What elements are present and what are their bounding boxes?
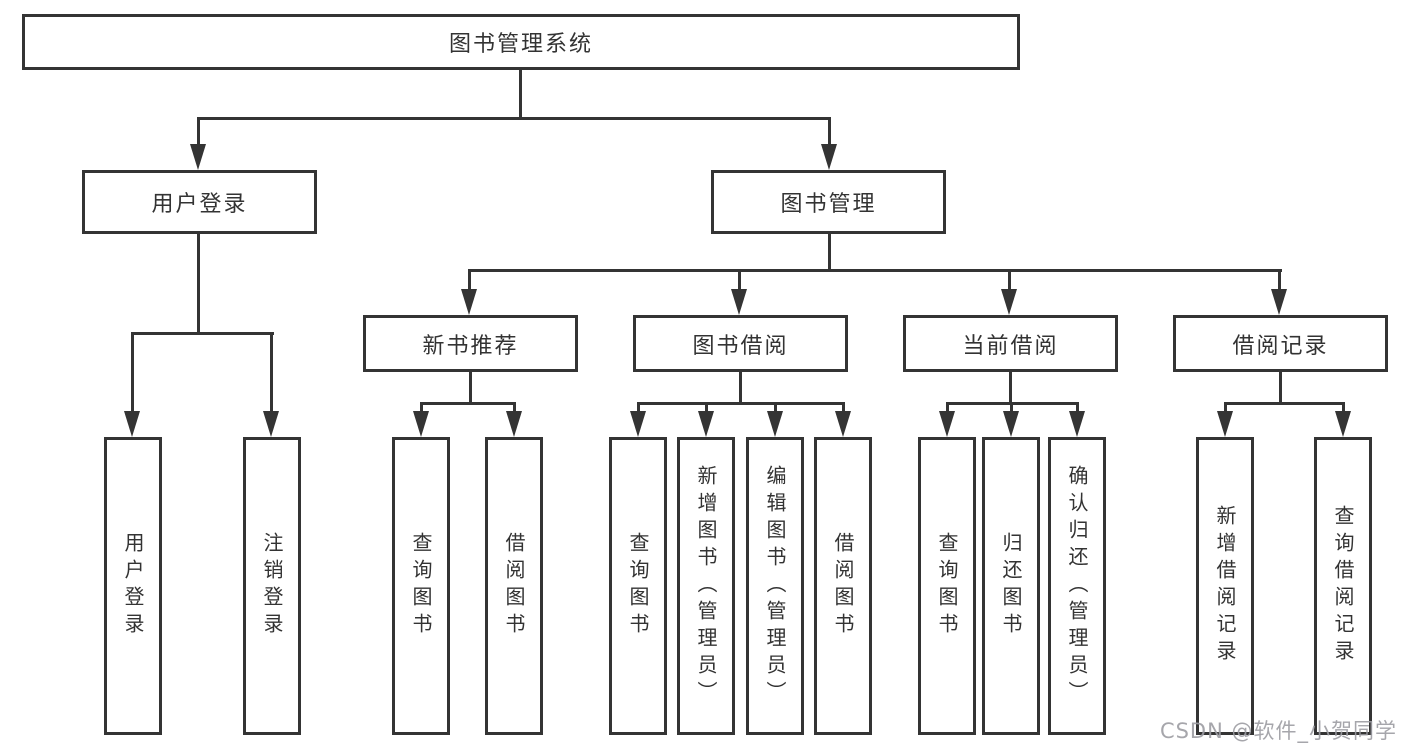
node-current-borrow: 当前借阅: [903, 315, 1118, 372]
connector-leaf-logout-shaft: [270, 334, 273, 411]
leaf-current-query: 查询图书: [918, 437, 976, 735]
connector-borrow-records-stub: [1279, 372, 1282, 403]
connector-new-books-hline: [420, 402, 516, 405]
connector-user-login-stub: [197, 234, 200, 334]
arrow-to-new-books: [461, 289, 477, 315]
node-root-label: 图书管理系统: [448, 32, 593, 57]
connector-bb-edit-shaft: [774, 404, 777, 412]
leaf-bookborrow-add: 新增图书（管理员）: [677, 437, 735, 735]
arrow-to-book-borrow: [731, 289, 747, 315]
node-root: 图书管理系统: [22, 14, 1020, 70]
leaf-current-confirm-return: 确认归还（管理员）: [1048, 437, 1106, 735]
arrow-to-bb-query: [630, 411, 646, 437]
leaf-logout: 注销登录: [243, 437, 301, 735]
connector-current-borrow-stub: [1009, 372, 1012, 403]
leaf-bookborrow-query-label: 查询图书: [626, 532, 650, 640]
connector-br-query-shaft: [1342, 404, 1345, 412]
connector-cb-query-shaft: [946, 404, 949, 412]
arrow-to-cb-query: [939, 411, 955, 437]
arrow-to-user-login: [190, 144, 206, 170]
leaf-user-login: 用户登录: [104, 437, 162, 735]
arrow-to-nb-borrow: [506, 411, 522, 437]
node-borrow-records: 借阅记录: [1173, 315, 1388, 372]
leaf-records-query-label: 查询借阅记录: [1331, 505, 1355, 667]
connector-leaf-user-login-shaft: [131, 334, 134, 411]
arrow-to-bb-add: [698, 411, 714, 437]
node-book-borrow-label: 图书借阅: [692, 333, 789, 359]
connector-borrow-records-shaft: [1278, 271, 1281, 290]
node-book-mgmt: 图书管理: [711, 170, 946, 234]
connector-user-login-shaft: [197, 119, 200, 145]
leaf-current-confirm-return-label: 确认归还（管理员）: [1065, 464, 1089, 708]
arrow-to-borrow-records: [1271, 289, 1287, 315]
arrow-to-bb-borrow: [835, 411, 851, 437]
node-book-mgmt-label: 图书管理: [780, 192, 877, 217]
leaf-records-add-label: 新增借阅记录: [1213, 505, 1237, 667]
leaf-newbooks-borrow-label: 借阅图书: [502, 532, 526, 640]
leaf-bookborrow-query: 查询图书: [609, 437, 667, 735]
connector-level3-hline: [468, 269, 1282, 272]
leaf-records-add: 新增借阅记录: [1196, 437, 1254, 735]
connector-book-mgmt-stub: [828, 234, 831, 272]
connector-book-borrow-hline: [637, 402, 845, 405]
leaf-newbooks-query: 查询图书: [392, 437, 450, 735]
arrow-to-leaf-logout: [263, 411, 279, 437]
leaf-newbooks-query-label: 查询图书: [409, 532, 433, 640]
arrow-to-br-query: [1335, 411, 1351, 437]
connector-nb-query-shaft: [420, 404, 423, 412]
arrow-to-cb-return: [1003, 411, 1019, 437]
arrow-to-br-add: [1217, 411, 1233, 437]
leaf-bookborrow-edit-label: 编辑图书（管理员）: [763, 464, 787, 708]
node-borrow-records-label: 借阅记录: [1232, 333, 1329, 359]
connector-level2-hline: [197, 117, 831, 120]
connector-bb-borrow-shaft: [842, 404, 845, 412]
leaf-newbooks-borrow: 借阅图书: [485, 437, 543, 735]
connector-br-add-shaft: [1224, 404, 1227, 412]
leaf-current-query-label: 查询图书: [935, 532, 959, 640]
connector-user-login-hline: [131, 332, 274, 335]
node-user-login: 用户登录: [82, 170, 317, 234]
leaf-current-return: 归还图书: [982, 437, 1040, 735]
connector-borrow-records-hline: [1224, 402, 1345, 405]
node-current-borrow-label: 当前借阅: [962, 333, 1059, 359]
connector-cb-confirm-shaft: [1076, 404, 1079, 412]
node-user-login-label: 用户登录: [151, 192, 248, 217]
leaf-user-login-label: 用户登录: [121, 532, 145, 640]
arrow-to-current-borrow: [1001, 289, 1017, 315]
arrow-to-cb-confirm: [1069, 411, 1085, 437]
leaf-bookborrow-borrow: 借阅图书: [814, 437, 872, 735]
connector-new-books-stub: [469, 372, 472, 403]
node-new-books: 新书推荐: [363, 315, 578, 372]
connector-root-stub: [519, 70, 522, 120]
leaf-bookborrow-edit: 编辑图书（管理员）: [746, 437, 804, 735]
connector-new-books-shaft: [468, 271, 471, 290]
node-book-borrow: 图书借阅: [633, 315, 848, 372]
leaf-records-query: 查询借阅记录: [1314, 437, 1372, 735]
connector-book-borrow-shaft: [738, 271, 741, 290]
csdn-watermark: CSDN @软件_小贺同学: [1159, 719, 1397, 743]
leaf-current-return-label: 归还图书: [999, 532, 1023, 640]
connector-current-borrow-hline: [946, 402, 1079, 405]
leaf-bookborrow-add-label: 新增图书（管理员）: [694, 464, 718, 708]
connector-current-borrow-shaft: [1008, 271, 1011, 290]
arrow-to-leaf-user-login: [124, 411, 140, 437]
leaf-bookborrow-borrow-label: 借阅图书: [831, 532, 855, 640]
connector-bb-query-shaft: [637, 404, 640, 412]
arrow-to-bb-edit: [767, 411, 783, 437]
connector-cb-return-shaft: [1010, 404, 1013, 412]
connector-nb-borrow-shaft: [513, 404, 516, 412]
connector-bb-add-shaft: [705, 404, 708, 412]
arrow-to-nb-query: [413, 411, 429, 437]
connector-book-borrow-stub: [739, 372, 742, 403]
node-new-books-label: 新书推荐: [422, 333, 519, 359]
leaf-logout-label: 注销登录: [260, 532, 284, 640]
arrow-to-book-mgmt: [821, 144, 837, 170]
connector-book-mgmt-shaft: [828, 119, 831, 145]
